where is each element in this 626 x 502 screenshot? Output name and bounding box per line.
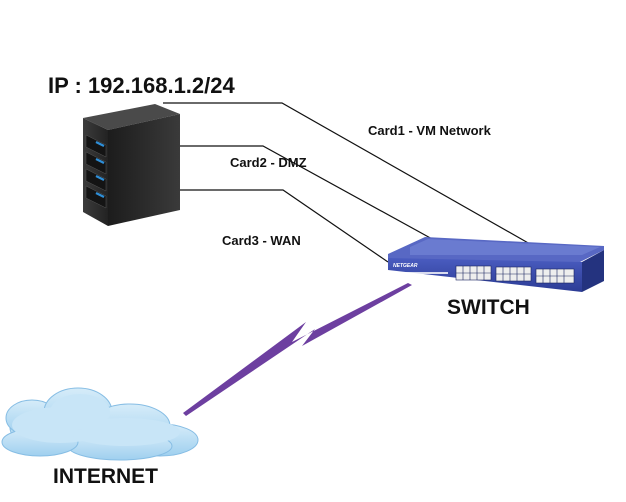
server-led-icons (95, 141, 105, 198)
internet-label: INTERNET (53, 465, 158, 488)
server-ip-label: IP : 192.168.1.2/24 (48, 73, 236, 98)
switch-label: SWITCH (447, 296, 530, 319)
network-switch-icon: NETGEAR (388, 237, 604, 292)
lightning-link-icon (183, 283, 412, 416)
switch-brand-logo: NETGEAR (393, 263, 418, 269)
server-tower-icon (83, 104, 180, 226)
cable-card3 (178, 189, 389, 263)
cable-card2 (178, 145, 435, 241)
card3-label: Card3 - WAN (222, 233, 301, 248)
network-cables (163, 102, 531, 263)
card2-label: Card2 - DMZ (230, 155, 307, 170)
cable-card1 (163, 102, 531, 245)
card1-label: Card1 - VM Network (368, 123, 492, 138)
